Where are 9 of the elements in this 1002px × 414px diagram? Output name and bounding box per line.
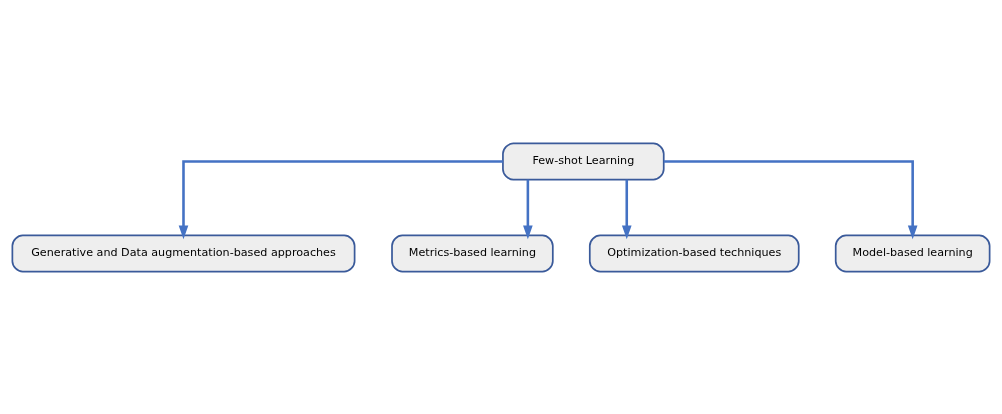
node-box: Few-shot Learning — [502, 142, 665, 180]
arrow — [523, 179, 533, 239]
arrow — [663, 159, 918, 239]
node-box: Metrics-based learning — [391, 234, 554, 272]
node-box: Optimization-based techniques — [588, 234, 800, 272]
arrow — [621, 179, 632, 239]
arrow — [178, 159, 503, 239]
node-box: Generative and Data augmentation-based approaches — [11, 234, 356, 272]
node-box: Model-based learning — [834, 234, 991, 272]
